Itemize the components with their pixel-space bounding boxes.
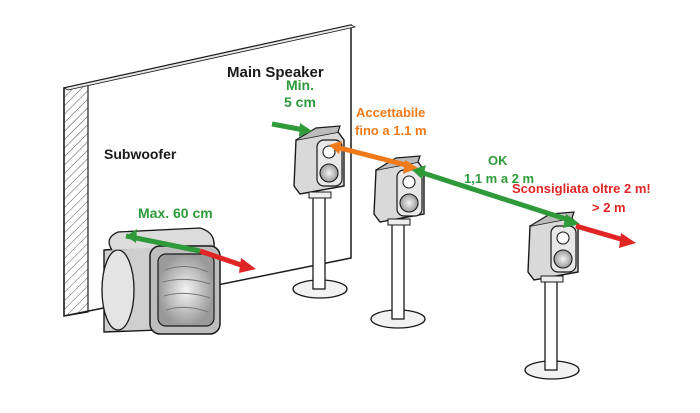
ok-label-line1: OK bbox=[488, 153, 508, 168]
subwoofer-icon bbox=[101, 227, 221, 335]
stand-middle bbox=[370, 221, 426, 329]
arrow-icon bbox=[271, 121, 312, 137]
arrow-icon bbox=[125, 229, 256, 273]
min-label-line1: Min. bbox=[286, 77, 314, 93]
speaker-icon bbox=[527, 211, 579, 283]
acceptable-label-line1: Accettabile bbox=[356, 105, 425, 120]
stand-right bbox=[524, 277, 580, 380]
ok-label-line2: 1,1 m a 2 m bbox=[464, 171, 534, 186]
not-recommended-label-line2: > 2 m bbox=[592, 200, 626, 215]
max-label: Max. 60 cm bbox=[138, 205, 213, 221]
not-recommended-label-line1: Sconsigliata oltre 2 m! bbox=[512, 181, 651, 196]
main-speaker-label: Main Speaker bbox=[227, 64, 324, 81]
acceptable-label-line2: fino a 1.1 m bbox=[355, 123, 427, 138]
arrow-icon bbox=[329, 141, 418, 174]
speaker-icon bbox=[293, 125, 345, 199]
min-label-line2: 5 cm bbox=[284, 94, 316, 110]
subwoofer-label: Subwoofer bbox=[104, 146, 177, 162]
speaker-icon bbox=[373, 155, 425, 226]
arrow-icon bbox=[412, 165, 580, 228]
arrow-icon bbox=[575, 223, 636, 248]
